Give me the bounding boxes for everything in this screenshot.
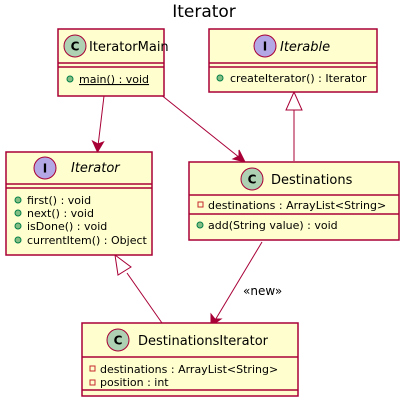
class-badge-icon bbox=[240, 167, 264, 191]
edge-destinationsiterator-iterator bbox=[114, 253, 163, 324]
realization-head bbox=[114, 253, 132, 276]
public-method-icon bbox=[196, 221, 204, 229]
class-name: IteratorMain bbox=[89, 40, 169, 55]
edge-destinations-iterable bbox=[285, 90, 303, 161]
edge-destinations-destinationsiterator: «new» bbox=[210, 241, 282, 327]
interface-badge-icon bbox=[253, 34, 277, 58]
field: position : int bbox=[100, 376, 169, 389]
method: main() : void bbox=[79, 73, 149, 86]
public-method-icon bbox=[14, 209, 22, 217]
class-iteratormain[interactable]: C IteratorMain main() : void bbox=[57, 28, 169, 97]
class-name: DestinationsIterator bbox=[138, 334, 269, 349]
method: createIterator() : Iterator bbox=[230, 72, 367, 85]
realization-head bbox=[285, 90, 303, 111]
class-badge-letter: C bbox=[114, 334, 123, 348]
public-method-icon bbox=[14, 196, 22, 204]
method: currentItem() : Object bbox=[27, 234, 148, 247]
edge-iteratormain-iterator bbox=[91, 95, 105, 154]
private-field-icon bbox=[89, 379, 96, 386]
method: next() : void bbox=[27, 207, 94, 220]
interface-badge-letter: I bbox=[263, 40, 267, 54]
private-field-icon bbox=[197, 201, 204, 208]
diagram-title: Iterator bbox=[172, 2, 236, 22]
class-badge-icon bbox=[106, 328, 130, 352]
public-method-icon bbox=[14, 236, 22, 244]
class-destinationsiterator[interactable]: C DestinationsIterator destinations : Ar… bbox=[81, 322, 299, 397]
class-name: Destinations bbox=[271, 173, 353, 188]
class-badge-letter: C bbox=[71, 40, 80, 54]
arrow-head bbox=[91, 139, 105, 154]
class-badge-icon bbox=[63, 34, 87, 58]
public-method-icon bbox=[14, 222, 22, 230]
arrow-head bbox=[231, 149, 246, 163]
method: add(String value) : void bbox=[208, 219, 338, 232]
class-badge-letter: C bbox=[248, 173, 257, 187]
class-destinations[interactable]: C Destinations destinations : ArrayList<… bbox=[188, 161, 400, 241]
interface-name: Iterable bbox=[280, 40, 330, 55]
field: destinations : ArrayList<String> bbox=[208, 199, 386, 212]
interface-iterable[interactable]: I Iterable createIterator() : Iterator bbox=[208, 28, 378, 93]
interface-name: Iterator bbox=[71, 161, 121, 176]
method: isDone() : void bbox=[27, 220, 107, 233]
interface-badge-letter: I bbox=[43, 162, 47, 176]
interface-badge-icon bbox=[33, 156, 57, 180]
edge-iteratormain-destinations bbox=[149, 85, 246, 163]
public-method-icon bbox=[66, 75, 74, 83]
edge-label-new: «new» bbox=[243, 284, 282, 298]
public-method-icon bbox=[216, 74, 224, 82]
field: destinations : ArrayList<String> bbox=[100, 363, 278, 376]
interface-iterator[interactable]: I Iterator first() : void next() : void … bbox=[5, 151, 153, 256]
private-field-icon bbox=[89, 365, 96, 372]
method: first() : void bbox=[27, 194, 91, 207]
